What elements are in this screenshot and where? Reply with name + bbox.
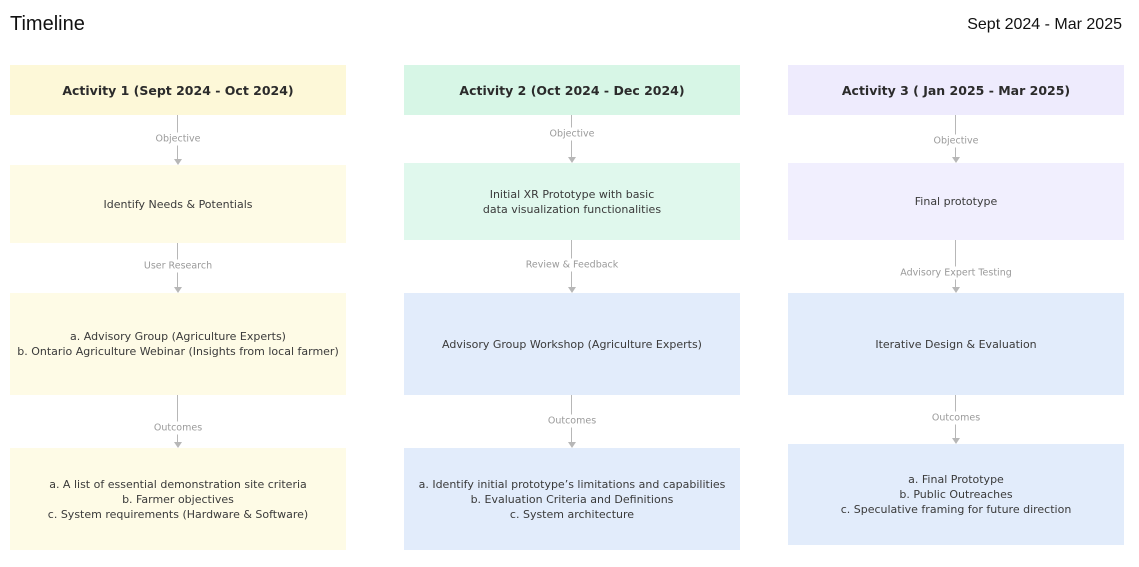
- date-range: Sept 2024 - Mar 2025: [967, 16, 1122, 33]
- activity-2-outcomes-label: Outcomes: [545, 414, 599, 428]
- activity-1-method-label: User Research: [141, 259, 215, 273]
- activity-3-objective-box: Final prototype: [788, 163, 1124, 240]
- activity-3-header: Activity 3 ( Jan 2025 - Mar 2025): [788, 65, 1124, 115]
- activity-1-outcomes-label: Outcomes: [151, 421, 205, 435]
- activity-3-method-label: Advisory Expert Testing: [898, 266, 1014, 280]
- activity-1-method-box: a. Advisory Group (Agriculture Experts)b…: [10, 293, 346, 395]
- activity-2-method-box: Advisory Group Workshop (Agriculture Exp…: [404, 293, 740, 395]
- activity-3-objective-label: Objective: [931, 134, 981, 148]
- activity-2-objective-label: Objective: [547, 127, 597, 141]
- activity-1-objective-label: Objective: [153, 132, 203, 146]
- activity-1-objective-box: Identify Needs & Potentials: [10, 165, 346, 243]
- activity-2-method-label: Review & Feedback: [523, 258, 621, 272]
- activity-3-outcomes-label: Outcomes: [929, 411, 983, 425]
- activity-1-outcomes-arrow: [171, 395, 185, 448]
- activity-2-header: Activity 2 (Oct 2024 - Dec 2024): [404, 65, 740, 115]
- activity-1-outcomes-box: a. A list of essential demonstration sit…: [10, 448, 346, 550]
- activity-3-method-arrow: [949, 240, 963, 293]
- activity-1-header: Activity 1 (Sept 2024 - Oct 2024): [10, 65, 346, 115]
- page-title: Timeline: [10, 13, 85, 35]
- activity-3-method-box: Iterative Design & Evaluation: [788, 293, 1124, 395]
- activity-2-outcomes-box: a. Identify initial prototype’s limitati…: [404, 448, 740, 550]
